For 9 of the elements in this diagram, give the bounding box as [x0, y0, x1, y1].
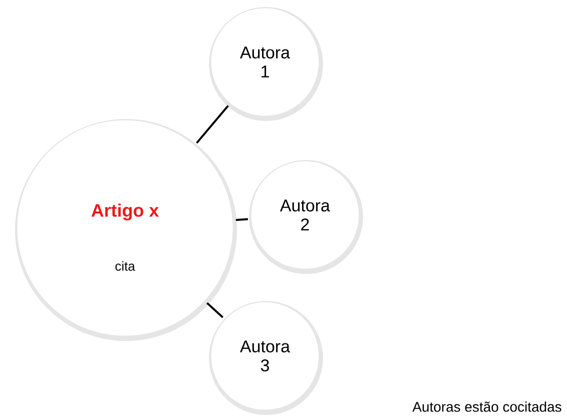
- node-text: cita: [115, 261, 136, 271]
- note-text: Autoras estão cocitadas: [412, 402, 562, 412]
- connector-line: [206, 302, 224, 318]
- node-text: Autora 2: [280, 200, 330, 230]
- connector-line: [236, 218, 248, 221]
- connector-line: [196, 105, 229, 144]
- node-text: Autora 3: [240, 340, 290, 372]
- node-text: Autora 1: [240, 46, 290, 78]
- node-title: Artigo x: [91, 204, 159, 220]
